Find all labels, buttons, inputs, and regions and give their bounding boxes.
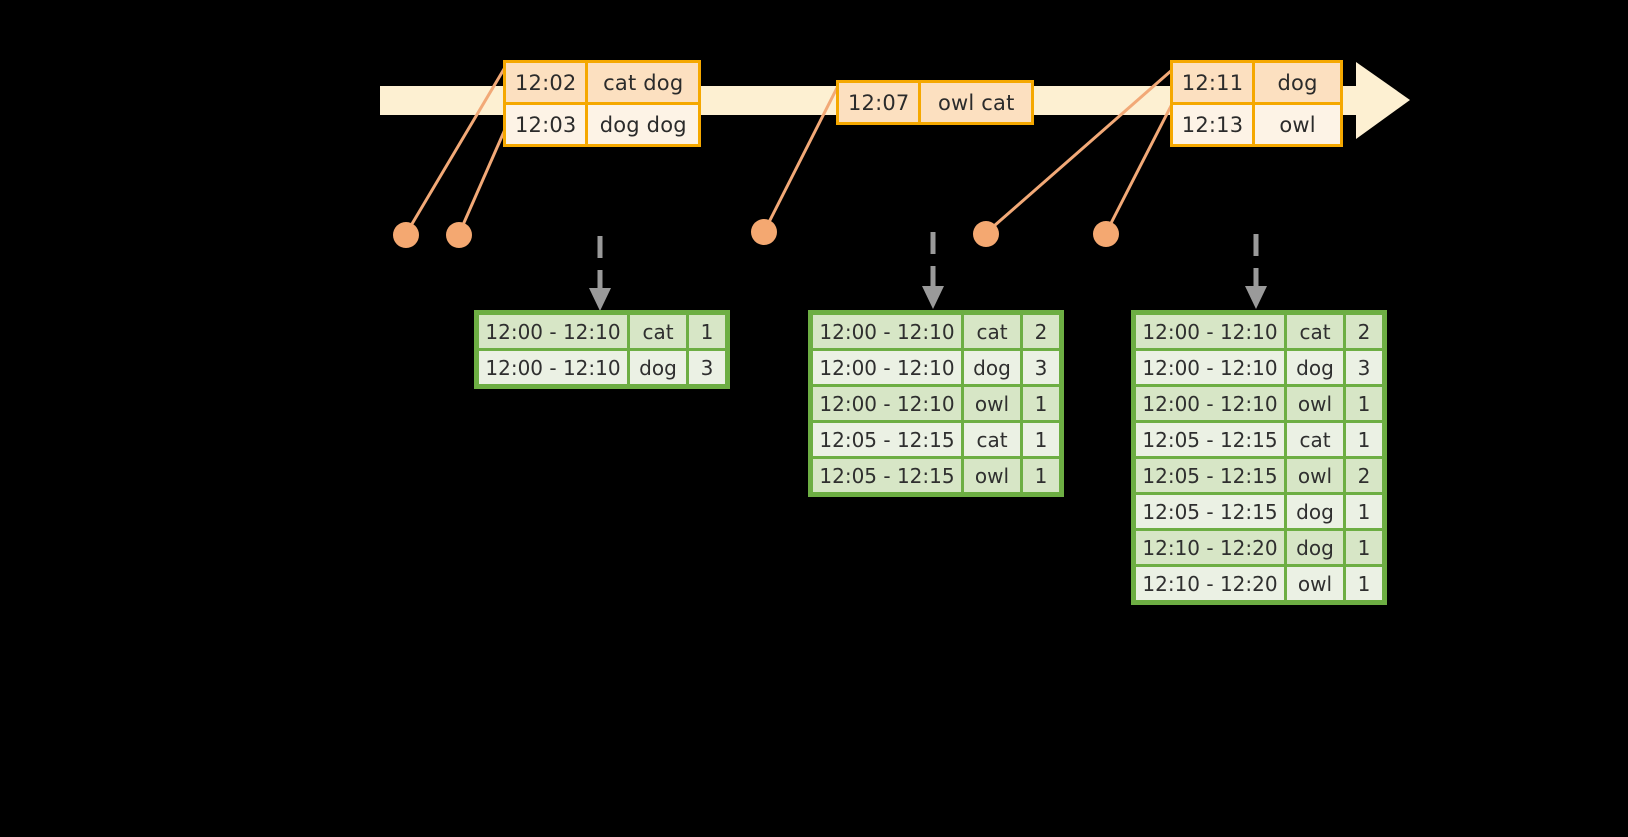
table-row: 12:05 - 12:15 dog 1 bbox=[1136, 495, 1382, 528]
event-value: owl bbox=[1255, 105, 1340, 144]
key-cell: dog bbox=[1287, 495, 1343, 528]
count-cell: 2 bbox=[1346, 315, 1382, 348]
window-cell: 12:05 - 12:15 bbox=[813, 423, 961, 456]
window-cell: 12:10 - 12:20 bbox=[1136, 567, 1284, 600]
table-row: 12:00 - 12:10 cat 2 bbox=[813, 315, 1059, 348]
table-row: 12:00 - 12:10 owl 1 bbox=[813, 387, 1059, 420]
event-group-3: 12:11 dog 12:13 owl bbox=[1170, 60, 1343, 147]
event-value: cat dog bbox=[588, 63, 698, 102]
window-cell: 12:05 - 12:15 bbox=[1136, 423, 1284, 456]
key-cell: dog bbox=[964, 351, 1020, 384]
event-row: 12:13 owl bbox=[1173, 102, 1340, 144]
count-cell: 1 bbox=[1023, 423, 1059, 456]
window-cell: 12:00 - 12:10 bbox=[479, 315, 627, 348]
table-row: 12:10 - 12:20 owl 1 bbox=[1136, 567, 1382, 600]
key-cell: cat bbox=[1287, 423, 1343, 456]
event-value: dog dog bbox=[588, 105, 698, 144]
window-cell: 12:05 - 12:15 bbox=[1136, 495, 1284, 528]
window-cell: 12:00 - 12:10 bbox=[479, 351, 627, 384]
window-cell: 12:00 - 12:10 bbox=[1136, 315, 1284, 348]
count-cell: 3 bbox=[689, 351, 725, 384]
count-cell: 3 bbox=[1346, 351, 1382, 384]
event-time: 12:11 bbox=[1173, 63, 1256, 102]
table-row: 12:00 - 12:10 cat 1 bbox=[479, 315, 725, 348]
event-time: 12:07 bbox=[839, 83, 922, 122]
marker-dot-12-03 bbox=[446, 222, 472, 248]
count-cell: 1 bbox=[1346, 423, 1382, 456]
window-cell: 12:05 - 12:15 bbox=[813, 459, 961, 492]
count-cell: 3 bbox=[1023, 351, 1059, 384]
window-cell: 12:00 - 12:10 bbox=[813, 387, 961, 420]
count-cell: 1 bbox=[1346, 531, 1382, 564]
key-cell: cat bbox=[964, 423, 1020, 456]
count-cell: 1 bbox=[1346, 495, 1382, 528]
result-arrow-1 bbox=[589, 236, 611, 311]
window-cell: 12:00 - 12:10 bbox=[1136, 387, 1284, 420]
result-arrow-2 bbox=[922, 232, 944, 309]
table-row: 12:10 - 12:20 dog 1 bbox=[1136, 531, 1382, 564]
key-cell: owl bbox=[964, 387, 1020, 420]
window-cell: 12:00 - 12:10 bbox=[813, 315, 961, 348]
event-row: 12:07 owl cat bbox=[839, 83, 1031, 122]
event-value: owl cat bbox=[921, 83, 1031, 122]
count-cell: 2 bbox=[1023, 315, 1059, 348]
event-time: 12:13 bbox=[1173, 105, 1256, 144]
event-row: 12:02 cat dog bbox=[506, 63, 698, 102]
window-cell: 12:00 - 12:10 bbox=[1136, 351, 1284, 384]
result-arrows bbox=[589, 232, 1267, 311]
table-row: 12:00 - 12:10 cat 2 bbox=[1136, 315, 1382, 348]
connector-12-13 bbox=[1104, 103, 1174, 234]
key-cell: dog bbox=[1287, 351, 1343, 384]
event-time: 12:02 bbox=[506, 63, 589, 102]
table-row: 12:00 - 12:10 dog 3 bbox=[479, 351, 725, 384]
window-cell: 12:00 - 12:10 bbox=[813, 351, 961, 384]
marker-dot-12-02 bbox=[393, 222, 419, 248]
result-table-3: 12:00 - 12:10 cat 2 12:00 - 12:10 dog 3 … bbox=[1131, 310, 1387, 605]
result-arrow-3 bbox=[1245, 234, 1267, 309]
count-cell: 1 bbox=[689, 315, 725, 348]
count-cell: 1 bbox=[1023, 459, 1059, 492]
result-table-1: 12:00 - 12:10 cat 1 12:00 - 12:10 dog 3 bbox=[474, 310, 730, 389]
count-cell: 2 bbox=[1346, 459, 1382, 492]
connector-12-07 bbox=[762, 81, 842, 233]
marker-dot-12-11 bbox=[973, 221, 999, 247]
event-row: 12:03 dog dog bbox=[506, 102, 698, 144]
result-table-2: 12:00 - 12:10 cat 2 12:00 - 12:10 dog 3 … bbox=[808, 310, 1064, 497]
count-cell: 1 bbox=[1346, 567, 1382, 600]
key-cell: dog bbox=[630, 351, 686, 384]
table-row: 12:05 - 12:15 cat 1 bbox=[1136, 423, 1382, 456]
key-cell: cat bbox=[630, 315, 686, 348]
table-row: 12:00 - 12:10 owl 1 bbox=[1136, 387, 1382, 420]
event-group-2: 12:07 owl cat bbox=[836, 80, 1034, 125]
key-cell: dog bbox=[1287, 531, 1343, 564]
key-cell: owl bbox=[964, 459, 1020, 492]
table-row: 12:05 - 12:15 cat 1 bbox=[813, 423, 1059, 456]
window-cell: 12:05 - 12:15 bbox=[1136, 459, 1284, 492]
event-value: dog bbox=[1255, 63, 1340, 102]
key-cell: owl bbox=[1287, 567, 1343, 600]
table-row: 12:00 - 12:10 dog 3 bbox=[1136, 351, 1382, 384]
table-row: 12:00 - 12:10 dog 3 bbox=[813, 351, 1059, 384]
key-cell: owl bbox=[1287, 459, 1343, 492]
count-cell: 1 bbox=[1346, 387, 1382, 420]
window-cell: 12:10 - 12:20 bbox=[1136, 531, 1284, 564]
marker-dot-12-13 bbox=[1093, 221, 1119, 247]
key-cell: cat bbox=[1287, 315, 1343, 348]
event-time-markers bbox=[393, 219, 1119, 248]
marker-dot-12-07 bbox=[751, 219, 777, 245]
key-cell: cat bbox=[964, 315, 1020, 348]
connector-12-02 bbox=[404, 63, 509, 235]
event-group-1: 12:02 cat dog 12:03 dog dog bbox=[503, 60, 701, 147]
key-cell: owl bbox=[1287, 387, 1343, 420]
event-time: 12:03 bbox=[506, 105, 589, 144]
table-row: 12:05 - 12:15 owl 2 bbox=[1136, 459, 1382, 492]
table-row: 12:05 - 12:15 owl 1 bbox=[813, 459, 1059, 492]
count-cell: 1 bbox=[1023, 387, 1059, 420]
event-row: 12:11 dog bbox=[1173, 63, 1340, 102]
